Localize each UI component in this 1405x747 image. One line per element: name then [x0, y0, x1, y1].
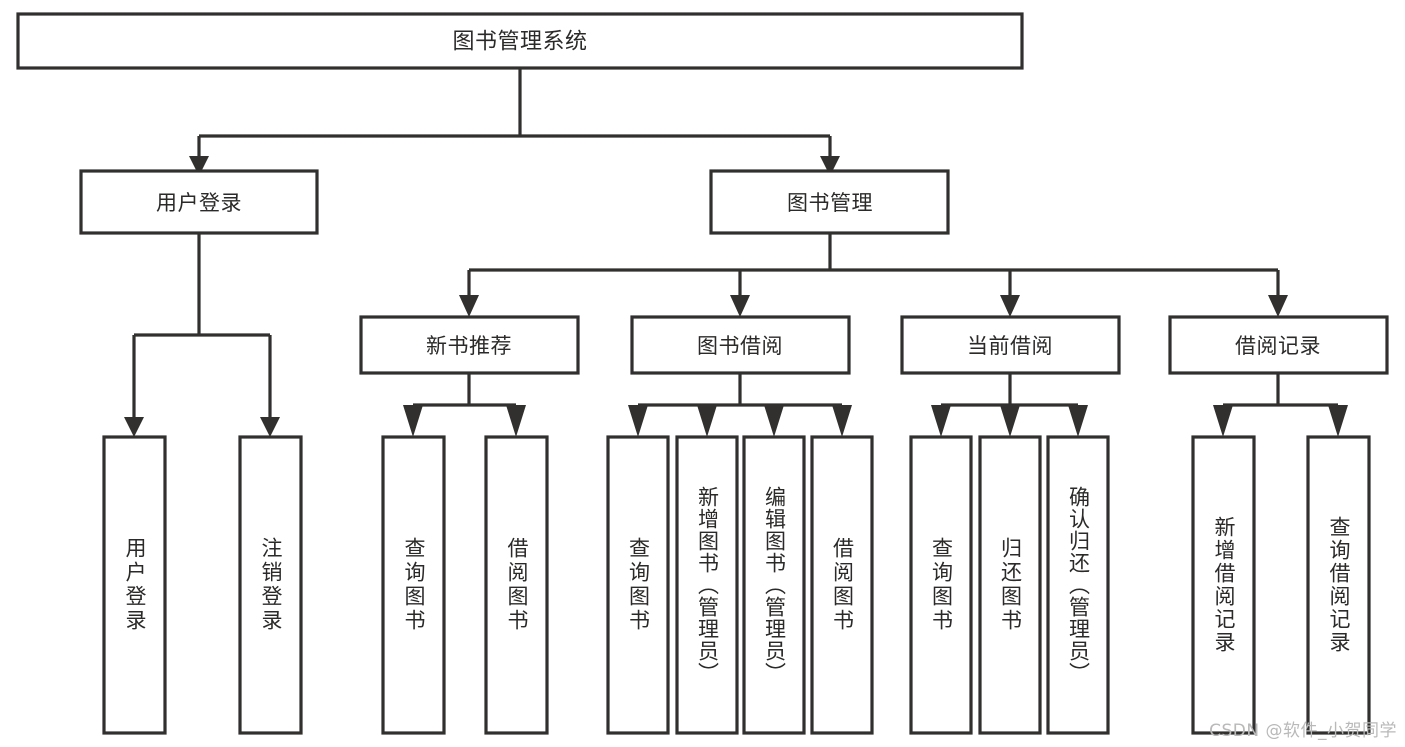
arrow-to-user-login	[189, 156, 209, 176]
edge-bookmgmt-to-level3-bus	[467, 233, 1280, 298]
leaf-box-logout[interactable]	[238, 435, 303, 735]
leaf-box-edit-book[interactable]	[742, 435, 806, 735]
node-book-borrow[interactable]: 图书借阅	[630, 315, 851, 375]
node-current-borrow[interactable]: 当前借阅	[900, 315, 1121, 375]
node-user-login[interactable]: 用户登录	[79, 169, 319, 235]
arrow-to-book-management	[820, 156, 840, 176]
arrow-to-borrow-record	[1268, 295, 1288, 317]
node-label-current-borrow: 当前借阅	[967, 334, 1053, 358]
node-root-book-management-system[interactable]: 图书管理系统	[16, 12, 1024, 70]
node-label-book-borrow: 图书借阅	[697, 334, 783, 358]
node-new-book-recommend[interactable]: 新书推荐	[359, 315, 580, 375]
leaf-box-add-record[interactable]	[1191, 435, 1256, 735]
leaf-node-group-current-borrow	[909, 435, 1110, 735]
leaf-node-group-book-borrow	[606, 435, 874, 735]
leaf-box-confirm-return[interactable]	[1046, 435, 1110, 735]
node-label-user-login: 用户登录	[156, 191, 242, 215]
node-label-book-management: 图书管理	[787, 191, 873, 215]
leaf-box-query-record[interactable]	[1306, 435, 1371, 735]
leaf-box-return-book[interactable]	[978, 435, 1042, 735]
arrow-to-leaf-confirm-return	[1068, 405, 1088, 437]
arrow-to-leaf-borrow-book-2	[832, 405, 852, 437]
leaf-node-group-new-book-recommend	[381, 435, 549, 735]
edge-root-to-level2-bus	[197, 68, 832, 158]
arrow-to-leaf-add-record	[1213, 405, 1233, 437]
node-label-borrow-record: 借阅记录	[1235, 334, 1321, 358]
leaf-box-add-book[interactable]	[675, 435, 739, 735]
leaf-box-query-book-1[interactable]	[381, 435, 446, 735]
node-label-root: 图书管理系统	[452, 30, 587, 55]
connector-layer	[124, 68, 1348, 437]
arrow-to-leaf-return-book	[1000, 405, 1020, 437]
node-label-new-book-recommend: 新书推荐	[426, 334, 512, 358]
arrow-to-current-borrow	[1000, 295, 1020, 317]
csdn-watermark: CSDN @软件_小贺同学	[1209, 721, 1397, 741]
edge-borrow-to-leaf-bus	[636, 373, 844, 418]
leaf-box-query-book-3[interactable]	[909, 435, 973, 735]
arrow-to-leaf-borrow-book-1	[506, 405, 526, 437]
edge-userlogin-to-leaf-bus	[132, 233, 272, 420]
arrow-to-leaf-add-book	[697, 405, 717, 437]
leaf-box-borrow-book-2[interactable]	[810, 435, 874, 735]
arrow-to-leaf-query-book-3	[931, 405, 951, 437]
leaf-box-query-book-2[interactable]	[606, 435, 670, 735]
arrow-to-leaf-query-record	[1328, 405, 1348, 437]
edge-record-to-leaf-bus	[1221, 373, 1340, 420]
node-book-management[interactable]: 图书管理	[709, 169, 950, 235]
leaf-box-borrow-book-1[interactable]	[484, 435, 549, 735]
arrow-to-leaf-edit-book	[764, 405, 784, 437]
arrow-to-new-book-recommend	[459, 295, 479, 317]
node-borrow-record[interactable]: 借阅记录	[1168, 315, 1389, 375]
arrow-to-leaf-query-book-1	[403, 405, 423, 437]
arrow-to-book-borrow	[730, 295, 750, 317]
leaf-node-group-user-login	[102, 435, 303, 735]
arrow-to-leaf-logout	[260, 417, 280, 437]
leaf-box-user-login[interactable]	[102, 435, 167, 735]
leaf-node-group-borrow-record	[1191, 435, 1371, 735]
edge-recommend-to-leaf-bus	[411, 373, 518, 420]
arrow-to-leaf-user-login	[124, 417, 144, 437]
arrow-to-leaf-query-book-2	[628, 405, 648, 437]
